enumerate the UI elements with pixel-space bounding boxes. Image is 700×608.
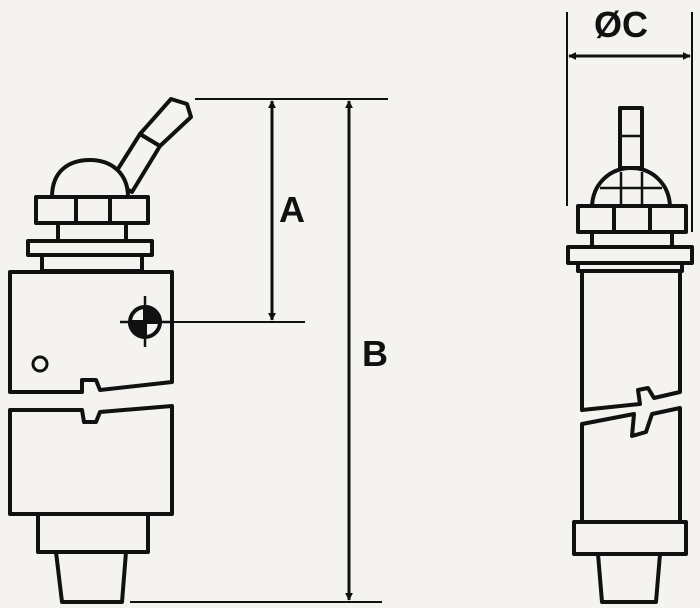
terminal-plug-front <box>596 552 662 604</box>
mounting-collar-front <box>566 245 694 265</box>
hex-nut <box>34 195 150 225</box>
dimension-lines <box>130 12 693 603</box>
switch-body-front-upper <box>580 269 682 412</box>
switch-body-front-lower <box>580 406 682 526</box>
toggle-dome <box>50 158 130 199</box>
pivot-hole <box>31 355 49 373</box>
switch-body-upper <box>8 270 174 394</box>
terminal-base-front <box>572 520 688 556</box>
pivot-point-marker <box>120 296 170 347</box>
label-b: B <box>362 333 388 374</box>
terminal-plug <box>54 550 128 604</box>
side-view <box>8 97 193 604</box>
front-view <box>566 106 694 604</box>
switch-body-lower <box>8 404 174 516</box>
label-c: ØC <box>594 4 648 45</box>
mounting-collar <box>26 239 154 257</box>
toggle-lever-end <box>618 106 644 170</box>
hex-nut-front <box>576 204 688 234</box>
label-a: A <box>279 189 305 230</box>
terminal-base <box>36 512 150 554</box>
